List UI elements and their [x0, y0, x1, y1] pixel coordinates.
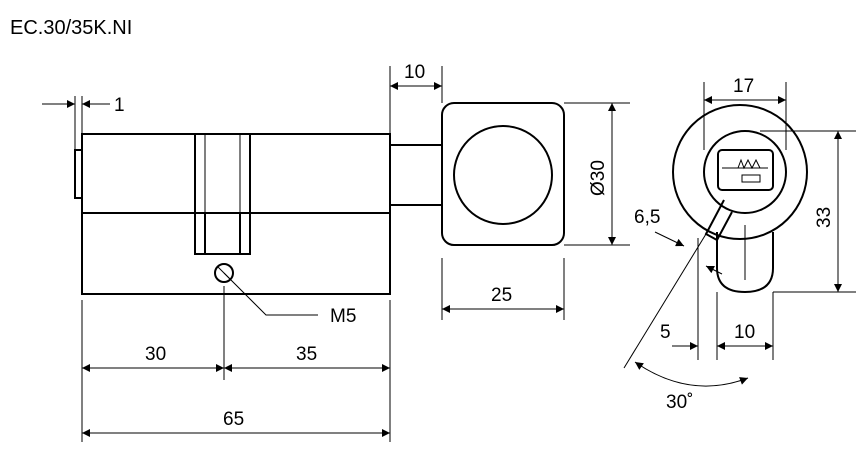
dim-cam-offset-label: 6,5 — [634, 207, 660, 228]
thumb-knob — [441, 102, 565, 246]
dim-screw-label: M5 — [330, 306, 356, 327]
cylinder-side-view — [74, 102, 565, 295]
keyway — [717, 149, 774, 191]
cam-slot-outer — [194, 133, 251, 255]
dim-bottom-b-label: 10 — [734, 322, 755, 343]
cam-slot-inner — [204, 212, 241, 255]
cam-angle-arc — [634, 361, 749, 387]
dim-profile-height-label: 33 — [814, 207, 835, 228]
key-bar — [741, 174, 761, 183]
screw-hole — [214, 263, 234, 283]
dim-screw-leader — [223, 272, 318, 316]
key-pins — [737, 158, 761, 170]
dim-total-label: 65 — [223, 409, 244, 430]
dim-cam-angle-label: 30˚ — [666, 392, 693, 413]
dim-profile-width-label: 17 — [733, 76, 754, 97]
cam-angle-line-1 — [623, 233, 707, 369]
dim-knob-dia-label: Ø30 — [588, 160, 609, 196]
front-core-ring — [703, 130, 787, 214]
dim-cam-offset-arrow-2 — [705, 265, 723, 275]
cylinder-front-view — [672, 104, 808, 294]
dim-side-b-label: 35 — [296, 344, 317, 365]
cylinder-end-cap — [74, 149, 82, 199]
front-view-dimensions: 17 33 6,5 30˚ 5 10 — [623, 76, 856, 413]
thumb-knob-face — [453, 125, 553, 225]
dim-bottom-a-label: 5 — [660, 322, 671, 343]
knob-shaft — [389, 144, 443, 206]
dim-end-gap-label: 1 — [114, 95, 125, 116]
cam-tongue — [704, 199, 733, 242]
drawing-title: EC.30/35K.NI — [10, 17, 132, 39]
front-rose — [672, 104, 808, 240]
dim-cam-offset-arrow-1 — [654, 231, 685, 247]
side-view-dimensions: 1 10 Ø30 25 M5 30 35 65 — [42, 62, 630, 442]
dim-side-a-label: 30 — [145, 344, 166, 365]
profile-body — [716, 232, 774, 294]
dim-knob-width-label: 25 — [491, 285, 512, 306]
dim-shaft-label: 10 — [404, 62, 425, 83]
